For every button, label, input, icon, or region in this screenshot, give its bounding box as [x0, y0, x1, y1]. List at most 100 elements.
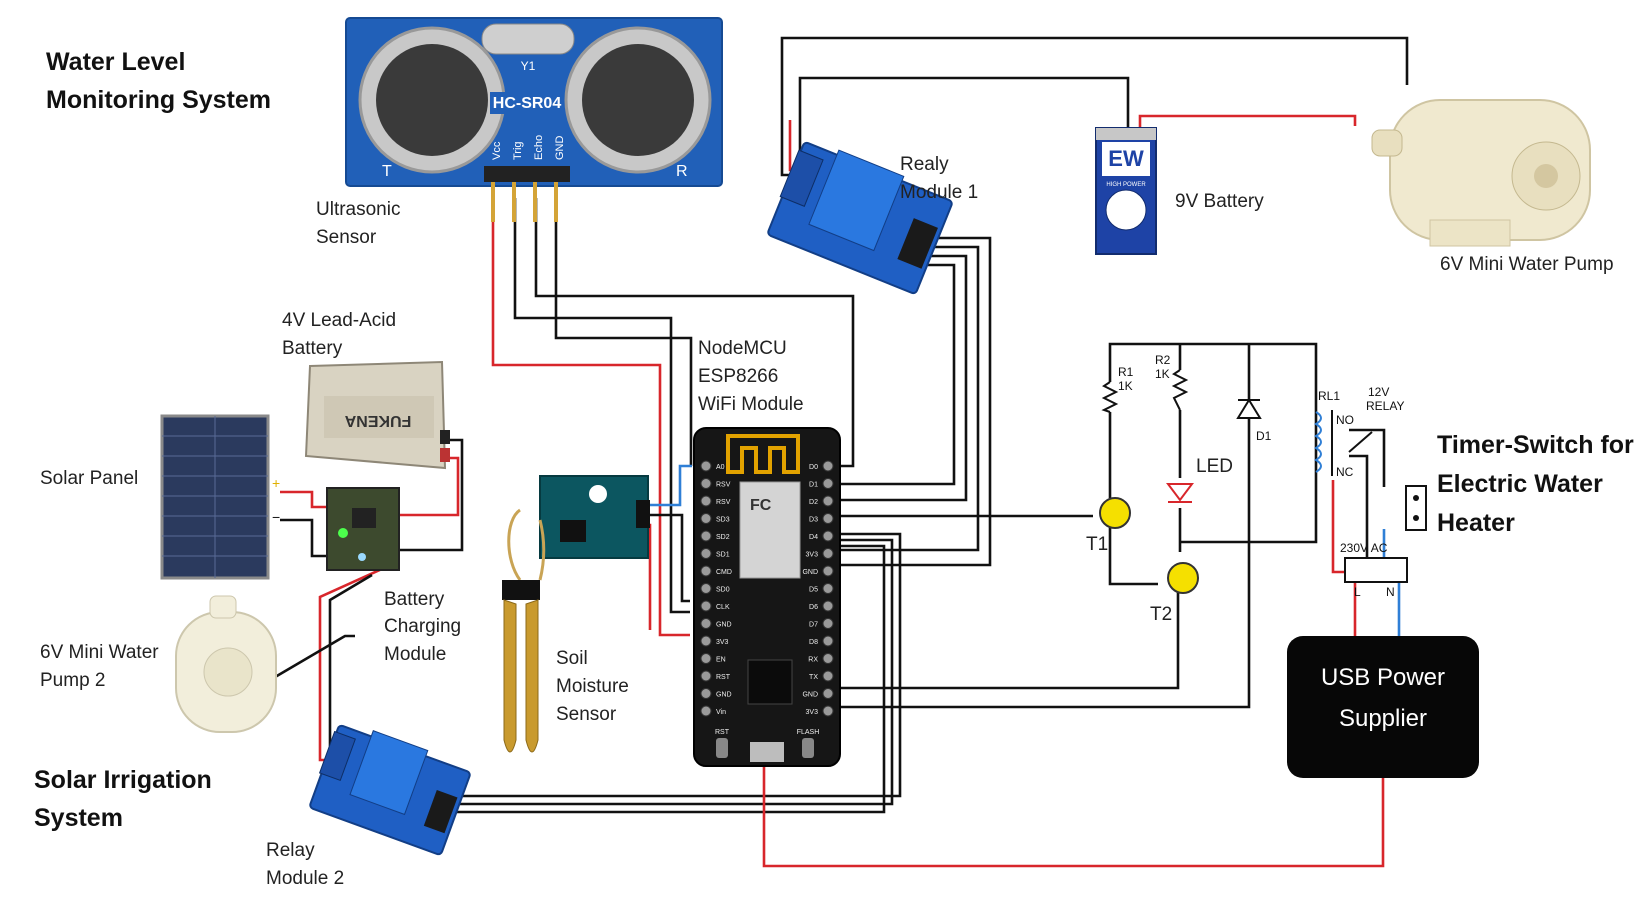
pump1-nozzle — [1371, 129, 1403, 157]
rl1-label: RL1 — [1318, 389, 1340, 403]
label-relay1-2: Module 1 — [900, 182, 978, 203]
pin-header — [484, 166, 570, 182]
relay-module-1 — [767, 141, 953, 295]
wire-nodemcu-gnd-t2 — [838, 572, 1180, 690]
transducer-right-mesh — [582, 44, 694, 156]
wire-relay1-battery — [798, 76, 1130, 160]
t2-label: T2 — [1150, 604, 1172, 625]
resistor-r1 — [1101, 381, 1119, 413]
nodemcu-pin-left-11 — [700, 653, 712, 664]
title-solar-1: Solar Irrigation — [34, 766, 212, 794]
battery-9v: EW HIGH POWER — [1095, 127, 1157, 255]
transmit-mark: T — [382, 163, 392, 180]
switch-dot-bottom — [1413, 515, 1419, 521]
title-timer-2: Electric Water — [1437, 470, 1603, 498]
wire-pump2 — [269, 634, 355, 682]
nodemcu-pin-left-7 — [700, 583, 712, 594]
label-solar-panel: Solar Panel — [40, 468, 138, 489]
flash-button[interactable] — [802, 738, 814, 758]
nodemcu-pin-label: GND — [802, 569, 818, 576]
label-relay1-1: Realy — [900, 154, 949, 175]
wire-relay1-pump — [780, 36, 1409, 177]
nodemcu-antenna — [726, 434, 800, 474]
title-water-level-2: Monitoring System — [46, 86, 271, 114]
t1-label: T1 — [1086, 534, 1108, 555]
nodemcu-pin-left-0 — [700, 460, 712, 472]
nodemcu-pin-right-10 — [822, 635, 834, 647]
nodemcu-pin-left-6 — [700, 565, 712, 577]
label-soil-1: Soil — [556, 648, 588, 669]
battery-sub: HIGH POWER — [1106, 182, 1146, 188]
model-label: HC-SR04 — [493, 95, 562, 112]
nodemcu-pin-label: 3V3 — [806, 709, 819, 716]
leadacid-label — [324, 396, 434, 438]
title-water-level-1: Water Level — [46, 48, 185, 76]
nodemcu-pin-right-11 — [822, 653, 834, 664]
nodemcu-pin-label: D8 — [809, 639, 818, 646]
label-battery9v: 9V Battery — [1175, 191, 1264, 212]
led-label: LED — [1196, 456, 1233, 477]
soil-chip — [560, 520, 586, 542]
pin-vcc — [491, 182, 495, 222]
pump-1 — [1371, 99, 1591, 247]
nodemcu-pin-label: D3 — [809, 517, 818, 524]
wire-soil-gnd — [640, 513, 690, 603]
reset-button[interactable] — [716, 738, 728, 758]
leadacid-terminal-neg — [440, 430, 450, 444]
wire-solar-pos — [280, 490, 327, 509]
timer-circuit: R1 1K R2 1K LED D1 T1 T2 RL1 12V RELAY N… — [1086, 353, 1427, 625]
relay-module-2 — [309, 724, 471, 856]
wire-no — [1349, 428, 1386, 487]
wire-nc — [1349, 454, 1369, 572]
wire-charger-bat-pos — [398, 456, 460, 517]
wire-t2-relay — [1180, 480, 1318, 544]
nodemcu-pin-left-14 — [700, 705, 712, 717]
wire-relay1-in2 — [838, 263, 956, 486]
nodemcu-pin-label: D0 — [809, 464, 818, 471]
wire-soil-a0 — [640, 464, 692, 507]
pin-gnd — [554, 182, 558, 222]
l-label: L — [1354, 585, 1361, 599]
solar-panel: + − — [160, 414, 280, 580]
model-plate — [490, 92, 564, 114]
label-pump2-2: Pump 2 — [40, 670, 105, 691]
nodemcu-pin-label: D7 — [809, 622, 818, 629]
label-charging-2: Charging — [384, 616, 461, 637]
nodemcu-pin-label: 3V3 — [716, 639, 729, 646]
nodemcu-pin-right-14 — [822, 705, 834, 717]
nodemcu-pin-label: RSV — [716, 482, 731, 489]
soil-probe-left — [503, 599, 517, 753]
nodemcu-pin-right-8 — [822, 600, 834, 612]
wire-solar-neg — [280, 518, 327, 558]
title-timer-1: Timer-Switch for — [1437, 431, 1634, 459]
no-label: NO — [1336, 413, 1354, 427]
r2-label: R2 — [1155, 353, 1171, 367]
battery-cap — [1096, 128, 1156, 140]
pin-gnd-label: GND — [554, 136, 566, 161]
wire-nodemcu-relay2-a — [452, 532, 902, 798]
nodemcu-pin-label: CMD — [716, 569, 732, 576]
ultrasonic-sensor: Y1 HC-SR04 T R Vcc Trig Echo GND — [345, 17, 723, 222]
charger-led-green — [338, 528, 348, 538]
relay1-relay — [808, 149, 905, 252]
relay-switch-arm — [1348, 431, 1373, 453]
pin-trig-label: Trig — [512, 141, 524, 160]
crystal-label: Y1 — [521, 59, 536, 73]
pump2-nozzle — [209, 595, 237, 619]
battery-badge — [1105, 189, 1147, 231]
nodemcu-pin-left-13 — [700, 688, 712, 699]
wire-ultrasonic-vcc — [491, 198, 690, 637]
wire-relay1-vcc — [838, 245, 980, 552]
nodemcu-usb-port — [750, 742, 784, 762]
reset-label: RST — [715, 729, 730, 736]
title-solar-2: System — [34, 804, 123, 832]
label-nodemcu-3: WiFi Module — [698, 394, 804, 415]
nodemcu-pin-right-12 — [822, 670, 834, 682]
wire-nodemcu-3v3 — [838, 400, 1251, 709]
pump2-end — [203, 647, 253, 697]
r2-value: 1K — [1155, 367, 1170, 381]
solar-minus: − — [272, 509, 280, 525]
nodemcu-pin-right-3 — [822, 513, 834, 524]
